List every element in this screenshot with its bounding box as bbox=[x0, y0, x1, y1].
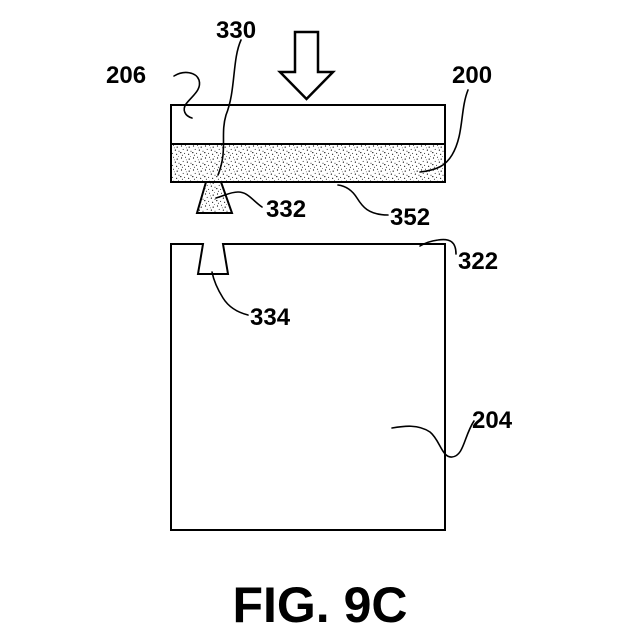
label-206: 206 bbox=[106, 62, 146, 89]
lower-block-204 bbox=[171, 244, 445, 530]
label-200: 200 bbox=[452, 62, 492, 89]
leader-352 bbox=[338, 185, 388, 215]
lower-block-outline bbox=[171, 244, 445, 530]
protrusion-332 bbox=[197, 182, 232, 213]
label-332: 332 bbox=[266, 196, 306, 223]
label-334: 334 bbox=[250, 304, 291, 331]
label-204: 204 bbox=[472, 407, 513, 434]
down-arrow-icon bbox=[280, 32, 333, 99]
label-352: 352 bbox=[390, 204, 430, 231]
stippled-layer-200 bbox=[171, 144, 445, 182]
label-322: 322 bbox=[458, 248, 498, 275]
top-layer-206 bbox=[171, 105, 445, 144]
figure-caption: FIG. 9C bbox=[232, 577, 407, 633]
label-330: 330 bbox=[216, 17, 256, 44]
upper-plate bbox=[171, 105, 445, 213]
